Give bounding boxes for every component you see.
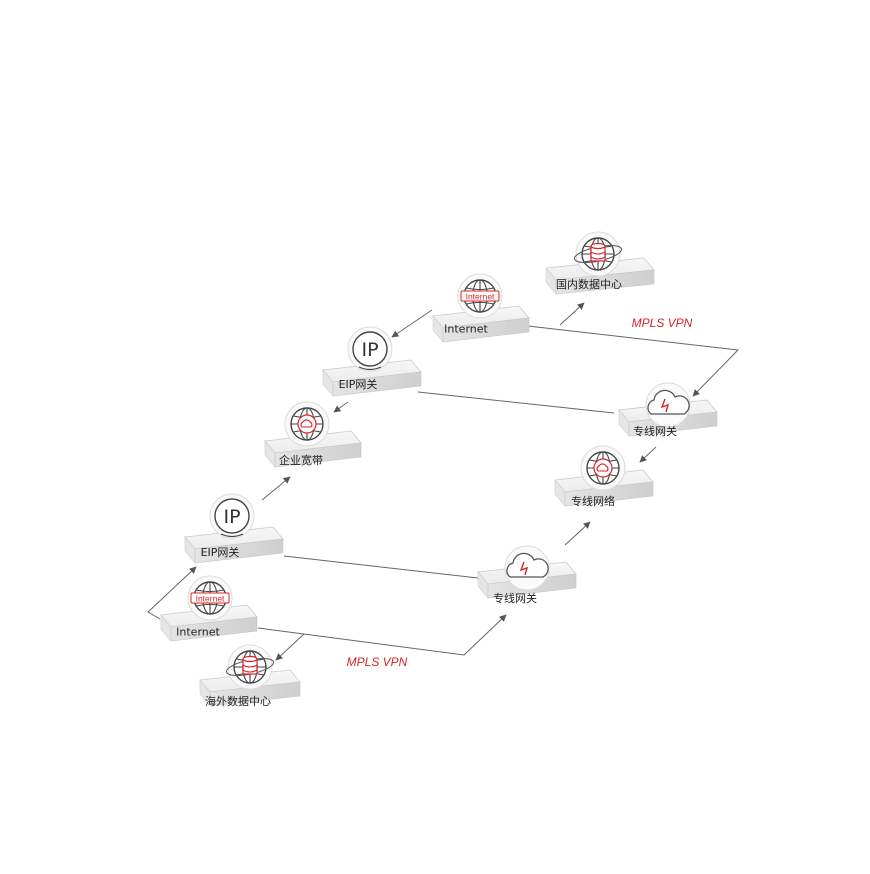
private-gw-bottom-node [477, 545, 577, 599]
eip-top-node: IP [322, 326, 422, 397]
cloud-bolt-icon [504, 545, 550, 591]
ip-gateway-icon: IP [209, 493, 255, 539]
ip-badge-text: IP [361, 339, 378, 361]
eip-bottom-node: IP [184, 493, 284, 564]
database-globe-icon [573, 231, 623, 277]
database-globe-icon [225, 644, 275, 690]
overseas-datacenter-label: 海外数据中心 [205, 695, 271, 708]
cloud-bolt-icon [645, 382, 691, 428]
private-gw-bottom-label: 专线网关 [493, 592, 537, 605]
internet-badge-text: Internet [196, 594, 225, 604]
mpls-vpn-bottom-label: MPLS VPN [346, 655, 408, 669]
link-eip-private-gw-bottom [283, 555, 479, 579]
cloud-globe-icon [284, 401, 330, 447]
link-mpls-top [527, 325, 740, 397]
internet-bottom-node: Internet [160, 575, 258, 642]
private-network-label: 专线网络 [571, 495, 615, 508]
ip-gateway-icon: IP [347, 326, 393, 372]
private-network-node [554, 445, 654, 507]
link-private-gw-network [639, 446, 657, 463]
cn-datacenter-node [545, 231, 655, 295]
link-private-gw-bottom-network [564, 521, 591, 546]
mpls-vpn-top-label: MPLS VPN [631, 316, 693, 330]
link-internet-overseas [275, 633, 305, 661]
eip-bottom-label: EIP网关 [200, 546, 240, 559]
internet-top-node: Internet [432, 273, 530, 343]
eip-top-label: EIP网关 [338, 378, 378, 391]
private-gw-top-node [618, 382, 718, 437]
link-eip-broadband [333, 401, 349, 413]
overseas-datacenter-node [199, 644, 301, 707]
internet-globe-icon: Internet [187, 575, 233, 621]
link-eip-bottom-broadband [261, 476, 291, 501]
cloud-globe-icon [580, 445, 626, 491]
link-internet-cn-datacenter [559, 302, 585, 326]
ip-badge-text: IP [223, 506, 240, 528]
internet-top-label: Internet [444, 322, 488, 336]
link-internet-eip-bottom [147, 566, 197, 620]
connections [147, 302, 740, 661]
enterprise-broadband-node [264, 401, 362, 468]
internet-badge-text: Internet [466, 292, 495, 302]
link-internet-eip-top [391, 309, 433, 338]
link-eip-private-gw-top [417, 391, 615, 414]
cn-datacenter-label: 国内数据中心 [556, 278, 622, 291]
internet-bottom-label: Internet [176, 625, 220, 639]
private-gw-top-label: 专线网关 [633, 425, 677, 438]
enterprise-broadband-label: 企业宽带 [279, 454, 323, 467]
internet-globe-icon: Internet [457, 273, 503, 319]
link-mpls-bottom [257, 614, 507, 656]
